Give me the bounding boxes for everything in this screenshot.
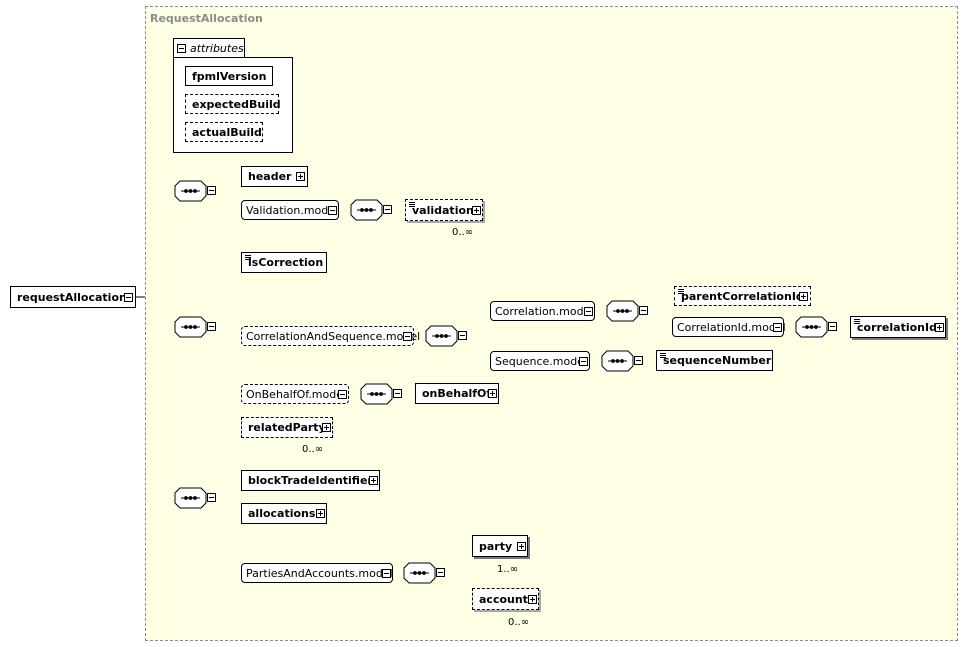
element-header-label: header bbox=[248, 170, 292, 183]
content-model-icon bbox=[678, 289, 684, 294]
element-validation-label: validation bbox=[412, 203, 474, 217]
cardinality-related-party: 0..∞ bbox=[302, 444, 324, 455]
group-on-behalf-of-model[interactable]: OnBehalfOf.model bbox=[241, 384, 349, 404]
group-sequence-model[interactable]: Sequence.model bbox=[490, 351, 590, 371]
element-account[interactable]: account bbox=[472, 588, 539, 610]
expand-icon[interactable] bbox=[488, 389, 497, 398]
collapse-icon[interactable] bbox=[828, 322, 837, 331]
group-correlation-id-model-label: CorrelationId.model bbox=[677, 320, 786, 334]
group-on-behalf-of-model-label: OnBehalfOf.model bbox=[246, 387, 347, 401]
element-party-label: party bbox=[479, 539, 513, 553]
cardinality-account: 0..∞ bbox=[508, 617, 530, 628]
content-model-icon bbox=[245, 255, 251, 260]
root-element-label: requestAllocation bbox=[17, 290, 127, 304]
element-on-behalf-of-label: onBehalfOf bbox=[422, 387, 492, 400]
collapse-icon[interactable] bbox=[579, 357, 588, 366]
element-header[interactable]: header bbox=[241, 166, 308, 187]
group-validation-model[interactable]: Validation.model bbox=[241, 200, 339, 220]
group-correlation-id-model[interactable]: CorrelationId.model bbox=[672, 317, 786, 337]
collapse-icon[interactable] bbox=[584, 307, 593, 316]
collapse-icon[interactable] bbox=[382, 569, 391, 578]
collapse-icon[interactable] bbox=[124, 293, 133, 302]
collapse-icon[interactable] bbox=[403, 332, 412, 341]
expand-icon[interactable] bbox=[935, 323, 944, 332]
element-party[interactable]: party bbox=[472, 535, 528, 557]
expand-icon[interactable] bbox=[369, 476, 378, 485]
element-correlation-id-label: correlationId bbox=[857, 320, 937, 334]
expand-icon[interactable] bbox=[517, 542, 526, 551]
element-is-correction[interactable]: isCorrection bbox=[241, 252, 327, 273]
cardinality-validation: 0..∞ bbox=[452, 227, 474, 238]
group-parties-and-accounts-model[interactable]: PartiesAndAccounts.model bbox=[241, 563, 393, 583]
element-related-party-label: relatedParty bbox=[248, 421, 326, 434]
content-model-icon bbox=[660, 353, 666, 358]
attribute-expected-build[interactable]: expectedBuild bbox=[185, 94, 281, 114]
group-correlation-model[interactable]: Correlation.model bbox=[490, 301, 595, 321]
element-block-trade-identifier-label: blockTradeIdentifier bbox=[248, 474, 373, 487]
attribute-fpml-version[interactable]: fpmlVersion bbox=[185, 66, 273, 86]
group-validation-model-label: Validation.model bbox=[246, 203, 339, 217]
cardinality-party: 1..∞ bbox=[497, 564, 519, 575]
expand-icon[interactable] bbox=[528, 595, 537, 604]
collapse-icon[interactable] bbox=[383, 205, 392, 214]
expand-icon[interactable] bbox=[296, 172, 305, 181]
group-correlation-and-sequence-model[interactable]: CorrelationAndSequence.model bbox=[241, 326, 420, 346]
collapse-icon[interactable] bbox=[338, 390, 347, 399]
element-sequence-number[interactable]: sequenceNumber bbox=[656, 350, 773, 371]
collapse-icon[interactable] bbox=[328, 206, 337, 215]
element-sequence-number-label: sequenceNumber bbox=[663, 354, 772, 367]
element-validation[interactable]: validation bbox=[405, 199, 483, 221]
expand-icon[interactable] bbox=[322, 423, 331, 432]
element-correlation-id[interactable]: correlationId bbox=[850, 316, 946, 338]
attribute-actual-build[interactable]: actualBuild bbox=[185, 122, 263, 142]
root-element-request-allocation[interactable]: requestAllocation bbox=[10, 286, 136, 308]
collapse-icon[interactable] bbox=[639, 306, 648, 315]
element-allocations-label: allocations bbox=[248, 507, 316, 520]
collapse-icon[interactable] bbox=[177, 44, 186, 53]
content-model-icon bbox=[409, 202, 415, 207]
collapse-icon[interactable] bbox=[207, 322, 216, 331]
collapse-icon[interactable] bbox=[207, 186, 216, 195]
element-allocations[interactable]: allocations bbox=[241, 503, 327, 524]
element-on-behalf-of[interactable]: onBehalfOf bbox=[415, 383, 499, 404]
element-account-label: account bbox=[479, 592, 528, 606]
group-correlation-and-sequence-model-label: CorrelationAndSequence.model bbox=[246, 329, 421, 343]
collapse-icon[interactable] bbox=[207, 493, 216, 502]
group-correlation-model-label: Correlation.model bbox=[495, 304, 594, 318]
attributes-label: attributes bbox=[190, 42, 244, 55]
expand-icon[interactable] bbox=[799, 292, 808, 301]
element-related-party[interactable]: relatedParty bbox=[241, 417, 333, 438]
collapse-icon[interactable] bbox=[773, 323, 782, 332]
complex-type-title: RequestAllocation bbox=[150, 12, 263, 25]
collapse-icon[interactable] bbox=[393, 389, 402, 398]
expand-icon[interactable] bbox=[316, 509, 325, 518]
element-block-trade-identifier[interactable]: blockTradeIdentifier bbox=[241, 470, 380, 491]
collapse-icon[interactable] bbox=[634, 356, 643, 365]
expand-icon[interactable] bbox=[472, 206, 481, 215]
group-sequence-model-label: Sequence.model bbox=[495, 354, 588, 368]
element-parent-correlation-id-label: parentCorrelationId bbox=[681, 289, 804, 303]
element-is-correction-label: isCorrection bbox=[248, 256, 324, 269]
collapse-icon[interactable] bbox=[458, 331, 467, 340]
group-parties-and-accounts-model-label: PartiesAndAccounts.model bbox=[246, 566, 393, 580]
content-model-icon bbox=[854, 319, 860, 324]
attributes-tab[interactable]: attributes bbox=[173, 38, 245, 58]
element-parent-correlation-id[interactable]: parentCorrelationId bbox=[674, 286, 811, 306]
collapse-icon[interactable] bbox=[436, 568, 445, 577]
